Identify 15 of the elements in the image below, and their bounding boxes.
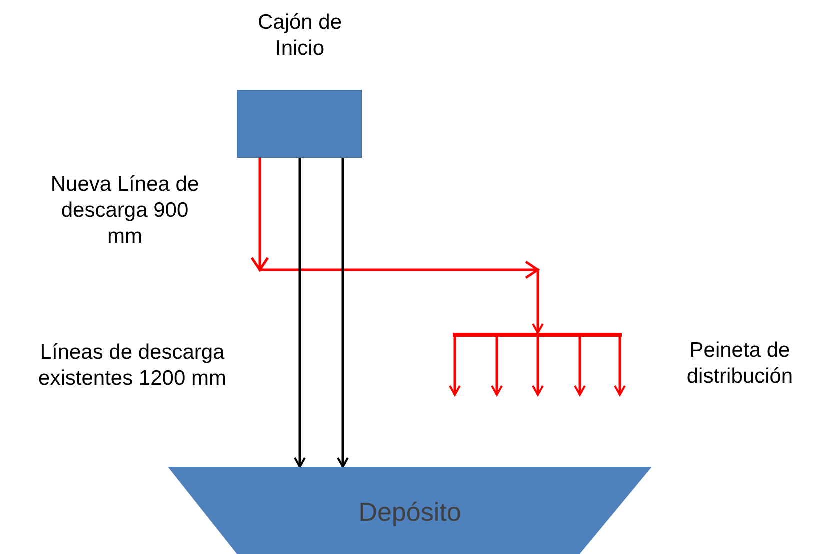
edge-label: Nueva Línea de descarga 900 mm: [50, 172, 200, 250]
pipe-arrow: [574, 337, 586, 396]
pipe-arrow: [250, 156, 544, 334]
comb-caption: Peineta de distribución: [686, 338, 794, 390]
pipe-arrow: [294, 158, 306, 468]
pipe-arrow: [614, 337, 626, 396]
pipe-arrow: [532, 337, 544, 396]
box-title: Cajón de Inicio: [256, 10, 344, 62]
tank-label: Depósito: [358, 497, 462, 528]
pipe-arrow: [337, 158, 349, 468]
pipe-label: Líneas de descarga existentes 1200 mm: [38, 340, 228, 392]
pipe-arrow: [491, 337, 503, 396]
pipe-arrow: [449, 337, 461, 396]
distribution-header-bar: [453, 333, 622, 337]
tank-trapezoid: [168, 467, 652, 554]
